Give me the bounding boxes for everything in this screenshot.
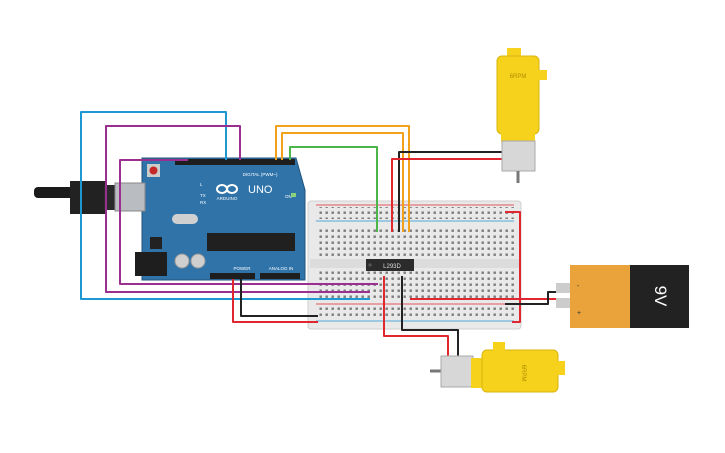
wire-red [391,158,506,232]
analog-header [260,273,300,279]
usb-chip [150,237,162,249]
motor-bottom-label: 6RPM [520,365,526,382]
wire-red [232,279,318,323]
wire-red [505,211,521,323]
wire-orange [281,132,404,232]
wire-black [401,276,459,358]
arduino-brand-label: ARDUINO [217,196,238,201]
battery-9v[interactable]: 9V - + [556,265,689,328]
dc-jack-icon [135,252,167,276]
analog-header-label: ANALOG IN [269,266,294,271]
battery-minus-label: - [577,283,580,290]
breadboard [307,200,522,330]
wire-blue [80,111,370,300]
wires [80,111,568,358]
wire-red [383,276,449,358]
wire-orange [275,125,410,232]
digital-header-label: DIGITAL (PWM~) [243,172,278,177]
wire-purple [105,125,370,293]
dc-motor-bottom[interactable]: 6RPM [430,342,565,393]
atmega-chip [207,233,295,251]
l293d-chip[interactable]: L293D [366,259,414,271]
arduino-infinity-logo [216,184,238,194]
wire-purple [119,159,378,285]
battery-label: 9V [651,286,670,307]
wire-black [240,279,318,317]
led-rx-label: RX [200,200,206,205]
l293d-label: L293D [383,264,401,270]
digital-header [175,159,295,165]
uno-label: UNO [248,184,273,196]
led-tx-label: TX [200,193,206,198]
crystal [172,214,198,224]
wire-black [398,151,506,232]
usb-cable [34,181,116,214]
power-header [210,273,255,279]
arduino-uno[interactable]: DIGITAL (PWM~) L TX RX ARDUINO UNO ON PO… [34,157,306,281]
capacitor [174,253,190,269]
on-led-label: ON [285,194,292,199]
capacitor [190,253,206,269]
dc-motor-top[interactable]: 6RPM [496,48,547,183]
led-l-label: L [200,182,203,187]
wire-green [289,146,378,232]
power-header-label: POWER [233,266,251,271]
motor-top-label: 6RPM [510,74,527,80]
battery-plus-label: + [577,310,581,317]
